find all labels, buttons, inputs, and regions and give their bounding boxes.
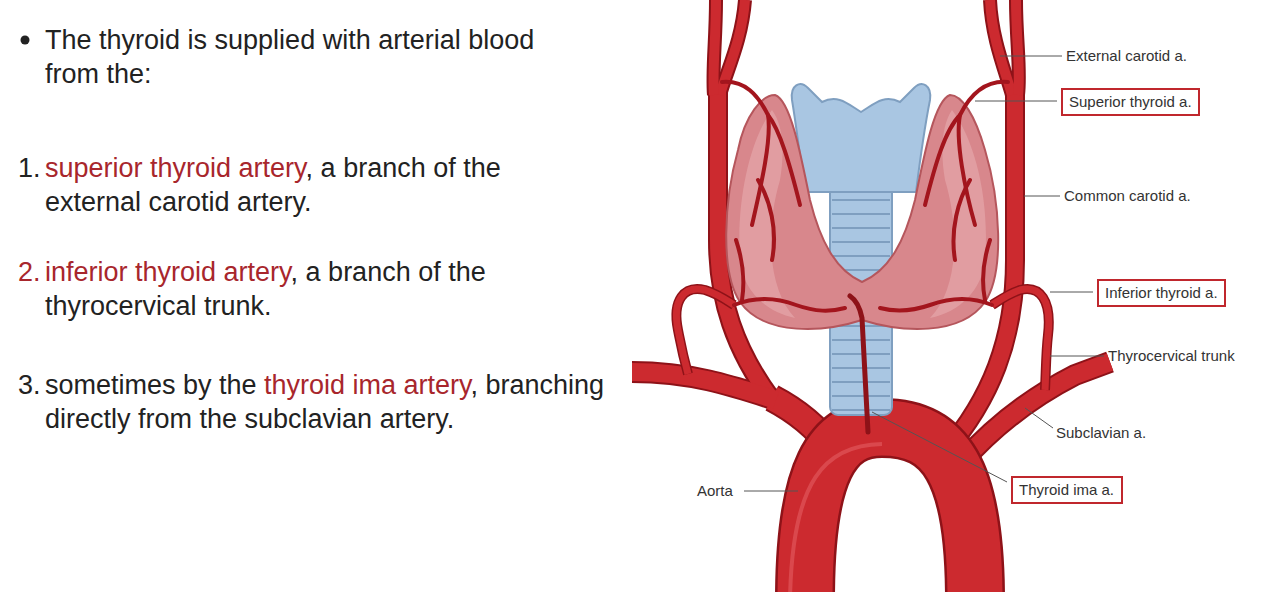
- carotid-outline: [1016, 0, 1019, 95]
- part-label: Common carotid a.: [1064, 187, 1191, 205]
- leader-lines: [744, 56, 1104, 491]
- leader-line: [1025, 408, 1053, 428]
- leader-line: [1024, 196, 1060, 197]
- list-number: 3.: [18, 368, 41, 402]
- boxed-label: Superior thyroid a.: [1061, 88, 1200, 116]
- tracheal-ring: [832, 255, 890, 257]
- great-vessels: [632, 0, 1110, 462]
- leader-line: [1050, 292, 1093, 293]
- superior-thyroid-branch: [768, 115, 800, 205]
- superior-thyroid-branch: [953, 180, 970, 260]
- tracheal-ring: [832, 213, 890, 215]
- leader-line: [1050, 356, 1104, 357]
- subclavian-artery: [962, 362, 1110, 462]
- part-label: Aorta: [697, 482, 733, 500]
- tracheal-ring: [832, 381, 890, 383]
- inferior-thyroid-branch: [880, 299, 992, 311]
- boxed-label: Inferior thyroid a.: [1097, 279, 1226, 307]
- boxed-label-text: Thyroid ima a.: [1019, 481, 1114, 499]
- thyroid-ima-artery: [850, 296, 868, 432]
- aortic-highlight: [790, 444, 882, 592]
- inferior-thyroid-artery: [676, 289, 734, 374]
- body-text: The thyroid is supplied with arterial bl…: [45, 25, 534, 89]
- superior-thyroid-branch: [758, 180, 774, 260]
- part-label: Subclavian a.: [1056, 424, 1146, 442]
- list-paragraph: superior thyroid artery, a branch of the…: [45, 151, 600, 219]
- list-number: 2.: [18, 255, 41, 289]
- tracheal-ring: [832, 241, 890, 243]
- leader-line: [872, 412, 1007, 482]
- leader-line: [975, 101, 1057, 102]
- internal-carotid-artery: [1016, 0, 1019, 95]
- bullet-dot: [21, 36, 30, 45]
- boxed-label: Thyroid ima a.: [1011, 476, 1123, 504]
- internal-carotid-artery: [713, 0, 716, 95]
- inferior-thyroid-branch: [736, 240, 743, 300]
- tracheal-ring: [832, 395, 890, 397]
- list-number: 1.: [18, 151, 41, 185]
- tracheal-ring: [832, 199, 890, 201]
- list-paragraph: inferior thyroid artery, a branch of the…: [45, 255, 590, 323]
- leader-line: [744, 491, 798, 492]
- highlighted-term: thyroid ima artery: [264, 370, 471, 400]
- tracheal-ring: [832, 367, 890, 369]
- tracheal-ring: [832, 409, 890, 411]
- superior-thyroid-branch: [925, 115, 960, 205]
- carotid-outline: [713, 0, 716, 95]
- part-label: External carotid a.: [1066, 47, 1187, 65]
- boxed-label-text: Inferior thyroid a.: [1105, 284, 1218, 302]
- inferior-thyroid-outline: [676, 289, 734, 374]
- thyroid-cartilage: [792, 84, 931, 192]
- inferior-thyroid-outline: [992, 289, 1049, 390]
- part-label: Thyrocervical trunk: [1108, 347, 1235, 365]
- superior-thyroid-artery: [722, 82, 769, 225]
- glandular-arteries: [722, 82, 1008, 432]
- leader-line: [1000, 56, 1062, 57]
- superior-thyroid-artery: [959, 82, 1008, 225]
- inferior-thyroid-artery: [992, 289, 1049, 390]
- boxed-label-text: Superior thyroid a.: [1069, 93, 1192, 111]
- list-paragraph: sometimes by thethyroid ima artery, bran…: [45, 368, 635, 436]
- highlighted-term: superior thyroid artery: [45, 153, 306, 183]
- list-paragraph: The thyroid is supplied with arterial bl…: [45, 23, 575, 91]
- subclavian-artery: [632, 372, 776, 400]
- body-text: sometimes by the: [45, 370, 257, 400]
- tracheal-ring: [832, 227, 890, 229]
- inferior-thyroid-branch: [734, 299, 845, 311]
- inferior-thyroid-branch: [983, 240, 990, 300]
- highlighted-term: inferior thyroid artery: [45, 257, 291, 287]
- tracheal-ring: [832, 353, 890, 355]
